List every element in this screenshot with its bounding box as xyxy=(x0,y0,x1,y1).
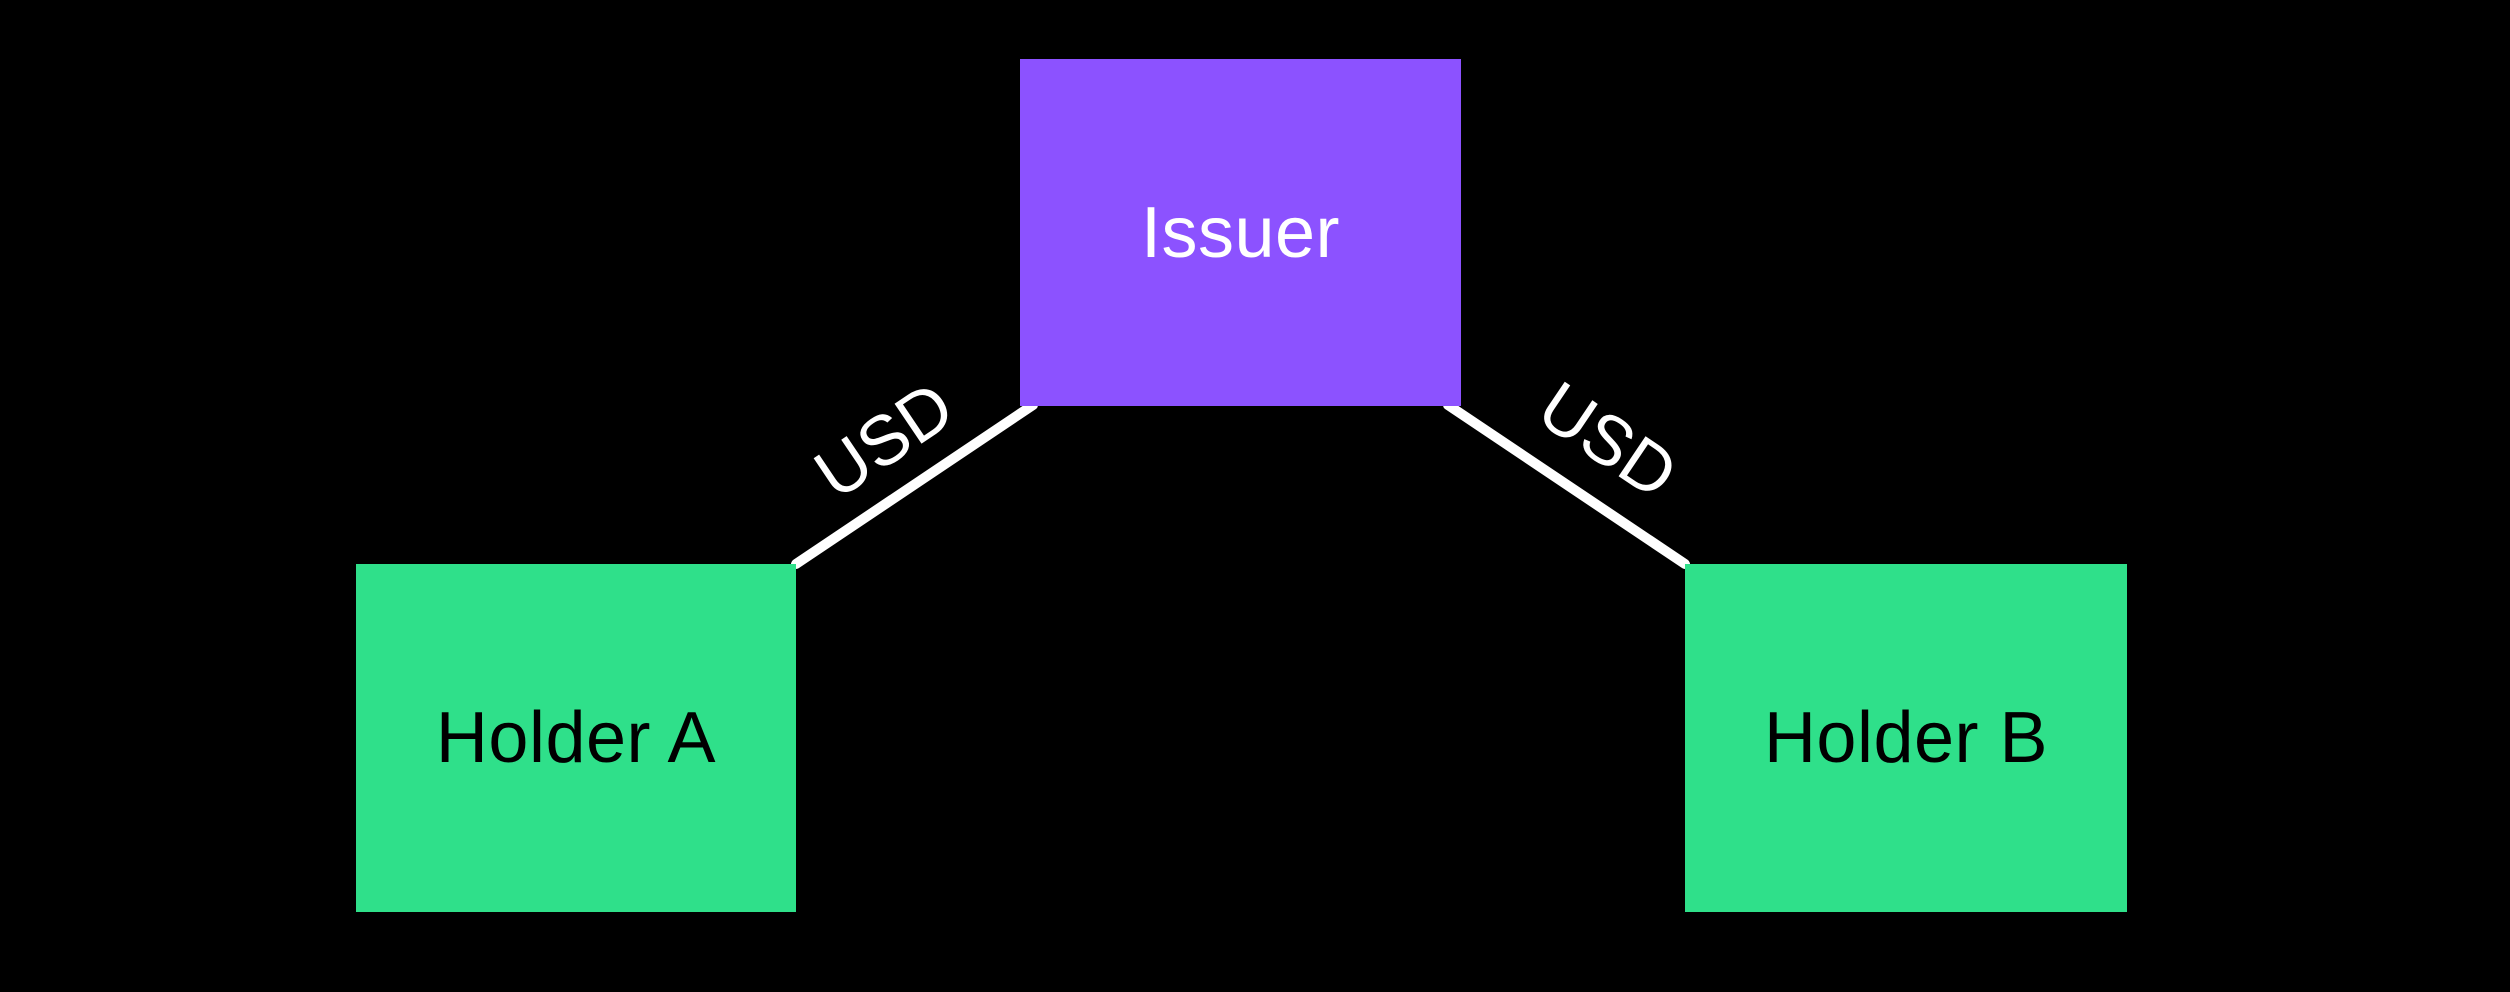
holder-a-node: Holder A xyxy=(356,564,796,912)
holder-a-node-label: Holder A xyxy=(435,698,717,778)
trustline-issuer-holder-b-line xyxy=(1443,400,1690,569)
issuer-node: Issuer xyxy=(1020,59,1461,406)
holder-b-node: Holder B xyxy=(1685,564,2127,912)
issuer-node-label: Issuer xyxy=(1140,192,1341,273)
holder-b-node-label: Holder B xyxy=(1763,698,2049,778)
trustline-issuer-holder-a-line xyxy=(791,400,1038,569)
